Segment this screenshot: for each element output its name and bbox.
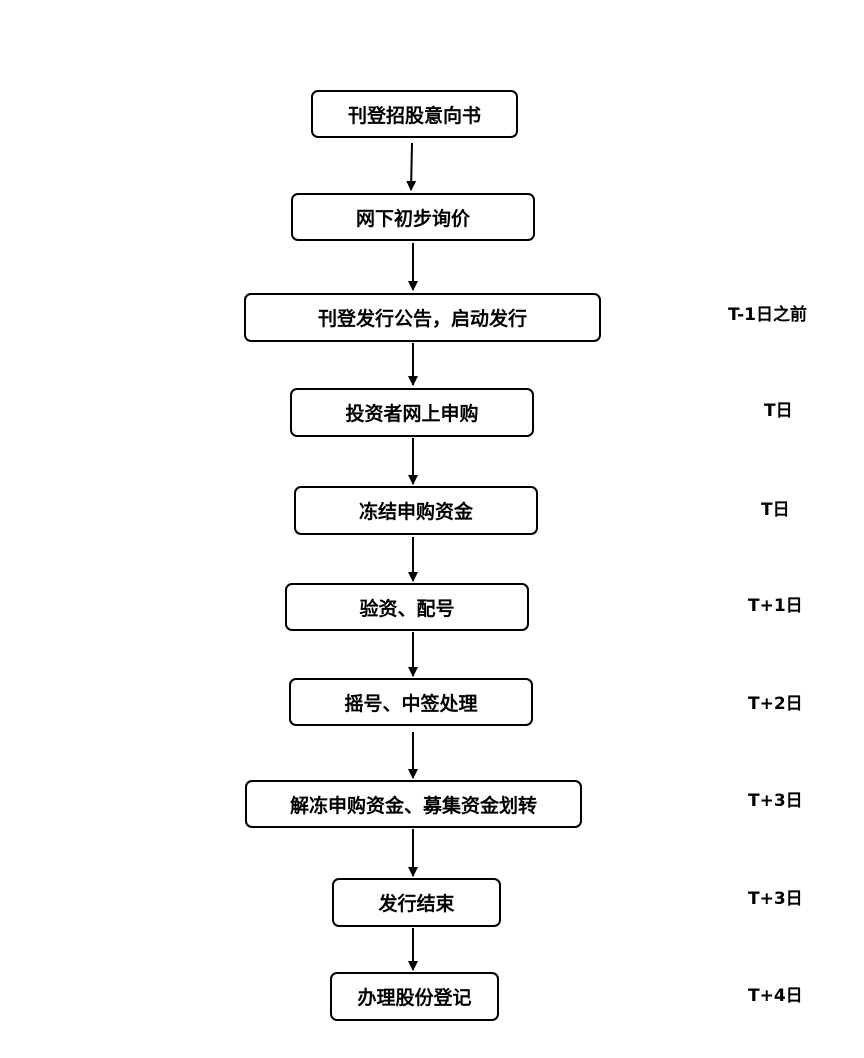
step-box: 刊登发行公告，启动发行 (244, 293, 601, 342)
step-box: 冻结申购资金 (294, 486, 538, 535)
step-text: 验资、配号 (359, 597, 455, 620)
timing-label: T+1日 (748, 596, 803, 616)
timing-label: T日 (764, 401, 793, 421)
step-box: 刊登招股意向书 (311, 90, 518, 138)
step-text: 摇号、中签处理 (344, 692, 478, 715)
step-box: 网下初步询价 (291, 193, 535, 241)
step-box: 验资、配号 (285, 583, 529, 631)
step-box: 办理股份登记 (330, 972, 499, 1021)
timing-label: T+3日 (748, 791, 803, 811)
step-box: 摇号、中签处理 (289, 678, 533, 726)
timing-label: T+3日 (748, 889, 803, 909)
step-text: 网下初步询价 (355, 207, 470, 230)
timing-label: T日 (761, 500, 790, 520)
timing-label: T+4日 (748, 986, 803, 1006)
timing-label: T+2日 (748, 694, 803, 714)
step-text: 办理股份登记 (357, 987, 472, 1009)
flow-arrow (406, 142, 417, 191)
step-box: 投资者网上申购 (290, 388, 534, 437)
step-box: 解冻申购资金、募集资金划转 (245, 780, 582, 828)
step-text: 刊登招股意向书 (347, 104, 481, 127)
step-text: 解冻申购资金、募集资金划转 (289, 794, 537, 817)
step-text: 发行结束 (378, 893, 455, 915)
step-box: 发行结束 (332, 878, 501, 927)
timing-label: T-1日之前 (728, 305, 807, 325)
step-text: 投资者网上申购 (345, 403, 479, 425)
step-text: 冻结申购资金 (358, 501, 473, 523)
step-text: 刊登发行公告，启动发行 (317, 308, 527, 330)
